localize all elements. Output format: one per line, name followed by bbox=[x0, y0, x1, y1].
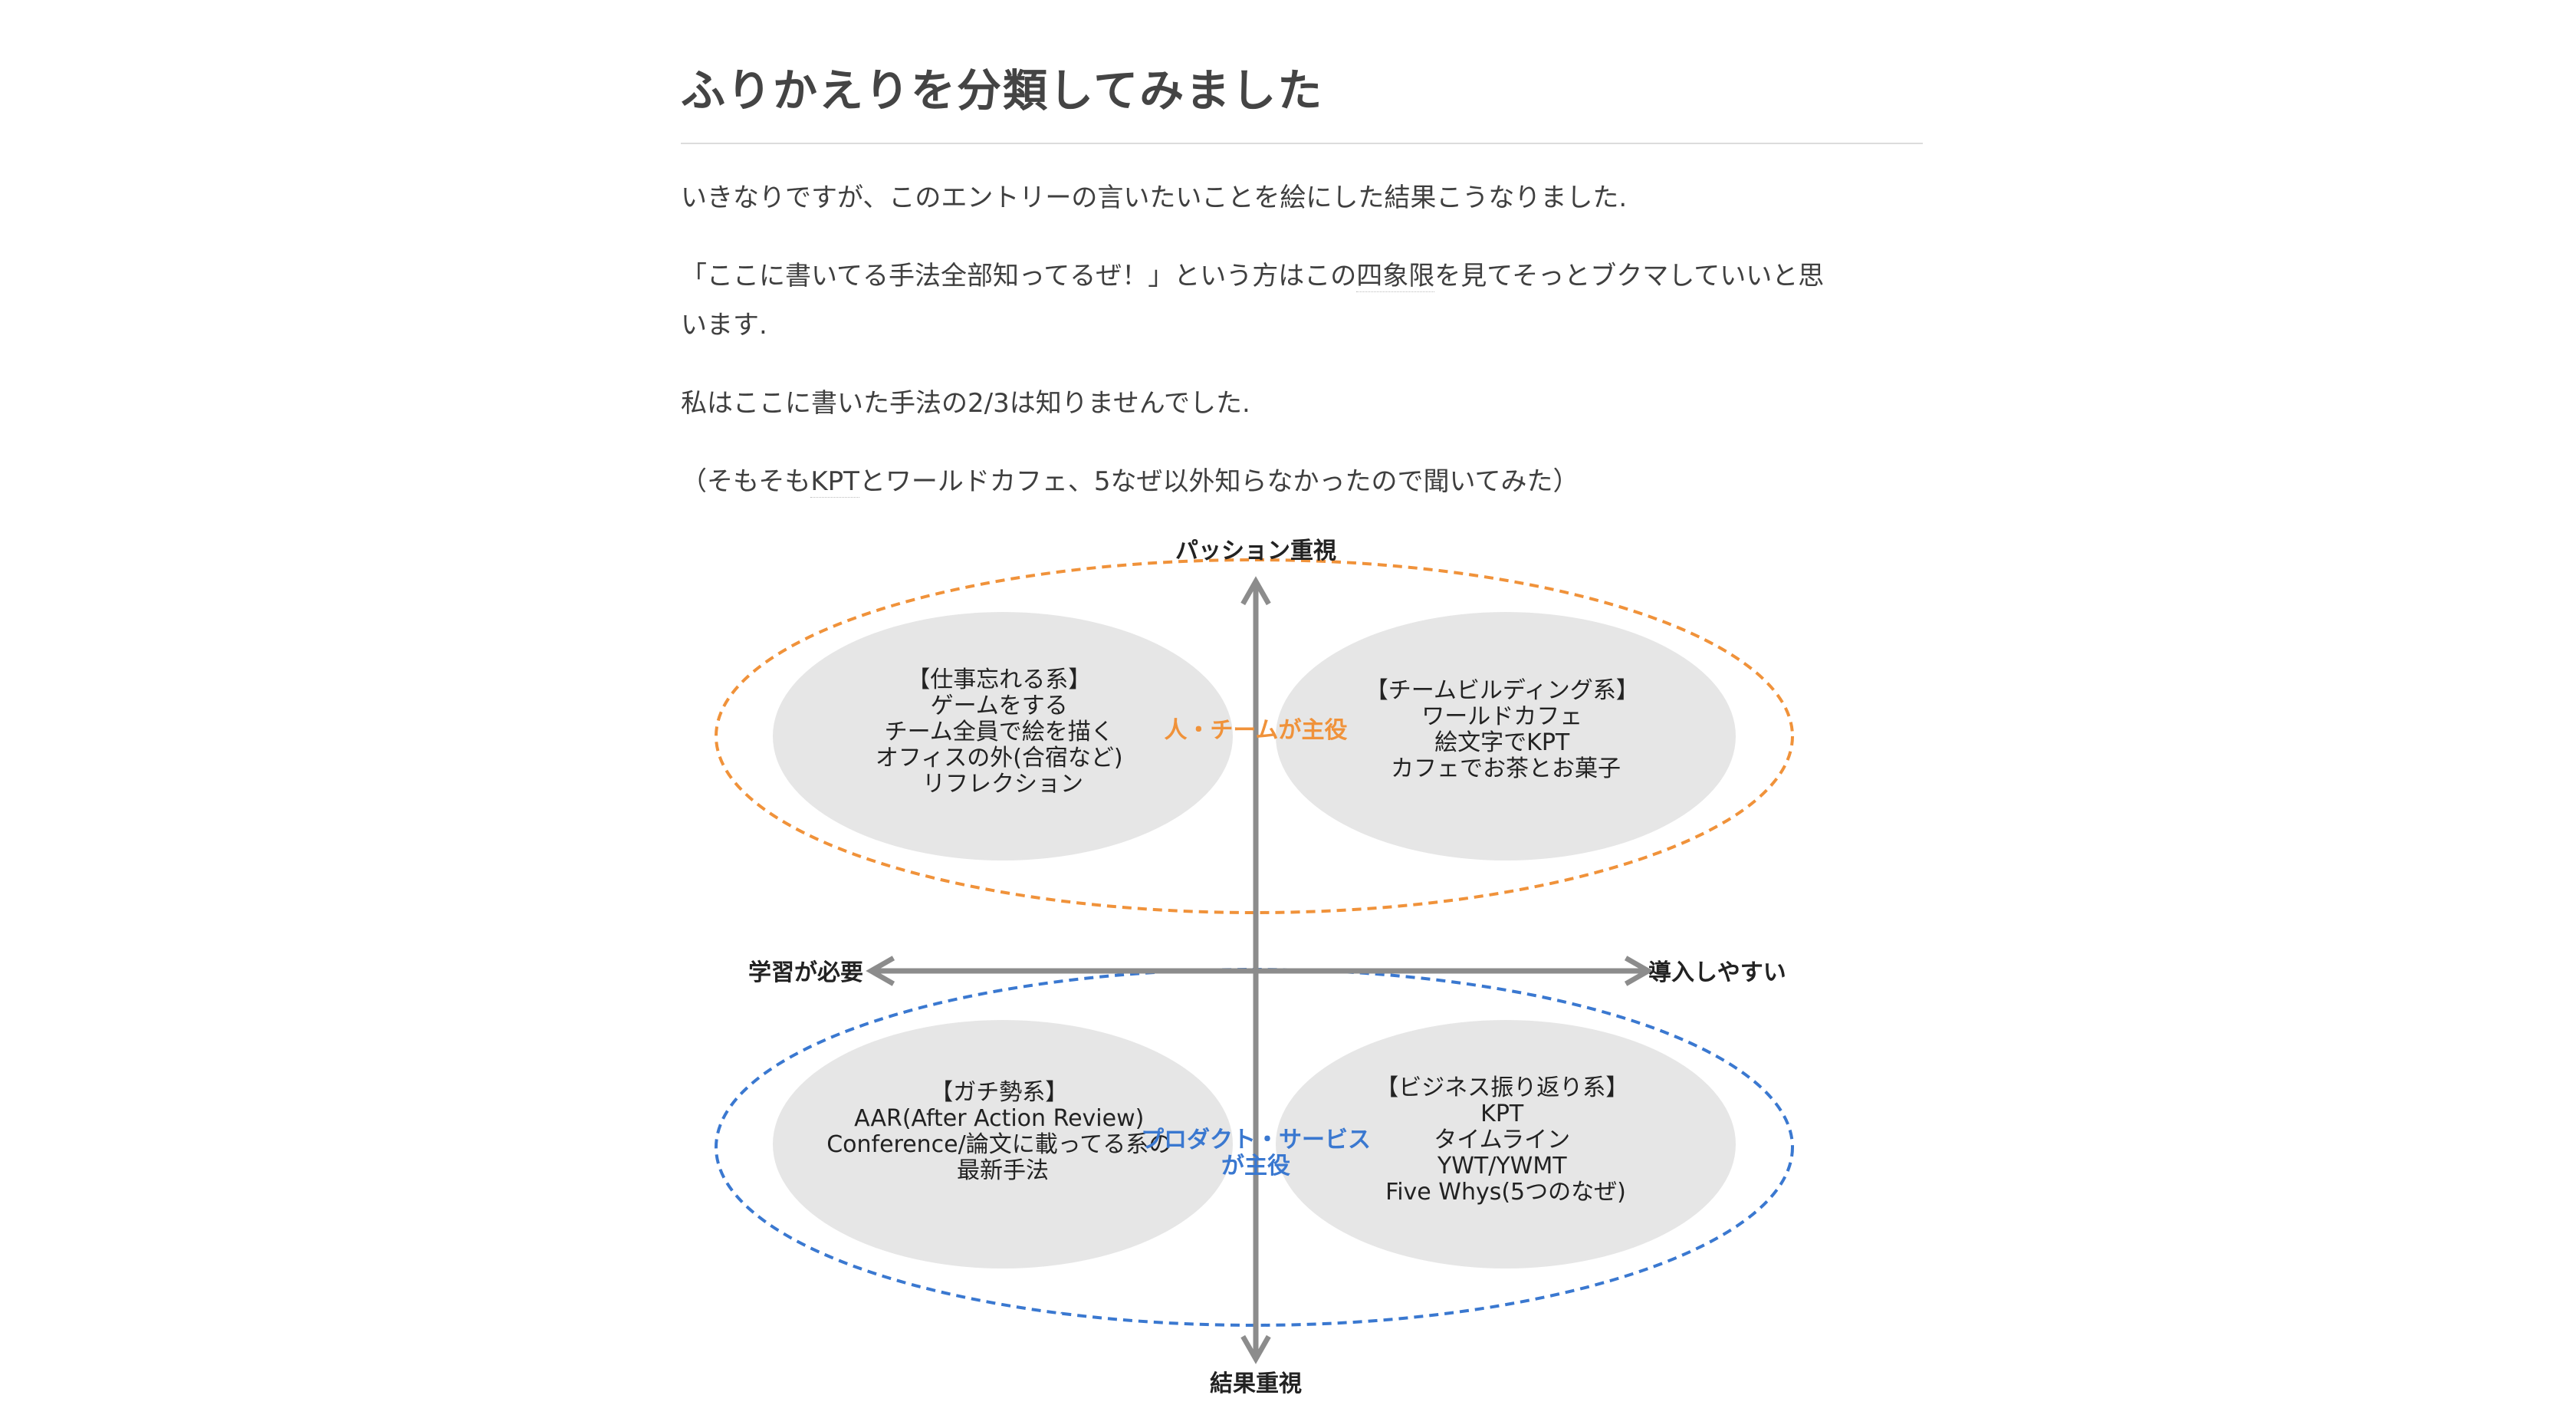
paragraph-text: 「ここに書いてる手法全部知ってるぜ！」という方はこの bbox=[681, 261, 1357, 291]
quadrant-line: Five Whys(5つのなぜ) bbox=[1385, 1179, 1626, 1206]
quadrant-blob-top-right bbox=[1276, 612, 1736, 860]
quadrant-diagram: パッション重視 結果重視 学習が必要 導入しやすい 【仕事忘れる系】 ゲームをす… bbox=[715, 538, 1794, 1397]
paragraph-text: （そもそも bbox=[681, 466, 811, 497]
axis-label-left: 学習が必要 bbox=[748, 959, 863, 986]
quadrant-line: ゲームをする bbox=[931, 693, 1068, 719]
keyword-link-kpt[interactable]: KPT bbox=[810, 466, 859, 498]
quadrant-figure: パッション重視 結果重視 学習が必要 導入しやすい 【仕事忘れる系】 ゲームをす… bbox=[690, 529, 1825, 1403]
quadrant-line: 絵文字でKPT bbox=[1434, 729, 1570, 756]
quadrant-text-bottom-left: 【ガチ勢系】 AAR(After Action Review) Conferen… bbox=[826, 1079, 1179, 1184]
quadrant-line: Conference/論文に載ってる系の bbox=[826, 1131, 1171, 1158]
quadrant-text-bottom-right: 【ビジネス振り返り系】 KPT タイムライン YWT/YWMT Five Why… bbox=[1375, 1074, 1636, 1206]
paragraph-unknown: 私はここに書いた手法の2/3は知りませんでした. bbox=[681, 388, 1250, 419]
axis-label-top: パッション重視 bbox=[1175, 538, 1336, 564]
quadrant-line: YWT/YWMT bbox=[1437, 1153, 1567, 1180]
quadrant-line: 【ビジネス振り返り系】 bbox=[1375, 1074, 1628, 1101]
axis-label-right: 導入しやすい bbox=[1648, 959, 1786, 986]
paragraph-text: を見てそっとブクマしていいと思 bbox=[1434, 261, 1825, 291]
quadrant-line: 【チームビルディング系】 bbox=[1365, 677, 1639, 704]
paragraph-kpt: （そもそもKPTとワールドカフェ、5なぜ以外知らなかったので聞いてみた） bbox=[681, 457, 1923, 506]
group-ellipse-people bbox=[715, 558, 1794, 914]
quadrant-line: リフレクション bbox=[922, 771, 1083, 798]
quadrant-line: 【ガチ勢系】 bbox=[930, 1079, 1068, 1106]
paragraph-intro: いきなりですが、このエントリーの言いたいことを絵にした結果こうなりました. bbox=[681, 183, 1628, 213]
quadrant-line: 最新手法 bbox=[957, 1157, 1049, 1184]
group-label-people: 人・チームが主役 bbox=[1164, 717, 1347, 744]
paragraph-text: います. bbox=[681, 310, 767, 341]
quadrant-line: タイムライン bbox=[1434, 1127, 1570, 1153]
quadrant-line: KPT bbox=[1480, 1101, 1524, 1127]
quadrant-blob-bottom-left bbox=[773, 1020, 1233, 1268]
quadrant-line: AAR(After Action Review) bbox=[854, 1105, 1144, 1132]
paragraph-text: とワールドカフェ、5なぜ以外知らなかったので聞いてみた） bbox=[859, 466, 1579, 497]
axis-label-bottom: 結果重視 bbox=[1210, 1370, 1302, 1397]
quadrant-line: オフィスの外(合宿など) bbox=[876, 745, 1123, 772]
quadrant-text-top-right: 【チームビルディング系】 ワールドカフェ 絵文字でKPT カフェでお茶とお菓子 bbox=[1365, 677, 1647, 782]
quadrant-line: カフェでお茶とお菓子 bbox=[1391, 755, 1621, 782]
quadrant-blob-bottom-right bbox=[1276, 1020, 1736, 1268]
keyword-link-shishougen[interactable]: 四象限 bbox=[1356, 261, 1435, 292]
entry-title[interactable]: ふりかえりを分類してみました bbox=[681, 54, 1923, 144]
quadrant-line: チーム全員で絵を描く bbox=[885, 719, 1114, 745]
paragraph-quadrant: 「ここに書いてる手法全部知ってるぜ！」という方はこの四象限を見てそっとブクマして… bbox=[681, 252, 1923, 350]
quadrant-text-top-left: 【仕事忘れる系】 ゲームをする チーム全員で絵を描く オフィスの外(合宿など) … bbox=[876, 666, 1130, 798]
group-label-product-line2: が主役 bbox=[1221, 1153, 1290, 1180]
quadrant-blob-top-left bbox=[773, 612, 1233, 860]
article: ふりかえりを分類してみました いきなりですが、このエントリーの言いたいことを絵に… bbox=[681, 54, 1923, 506]
quadrant-line: 【仕事忘れる系】 bbox=[907, 666, 1091, 693]
quadrant-line: ワールドカフェ bbox=[1421, 703, 1582, 730]
group-label-product-line1: プロダクト・サービス bbox=[1141, 1127, 1371, 1153]
